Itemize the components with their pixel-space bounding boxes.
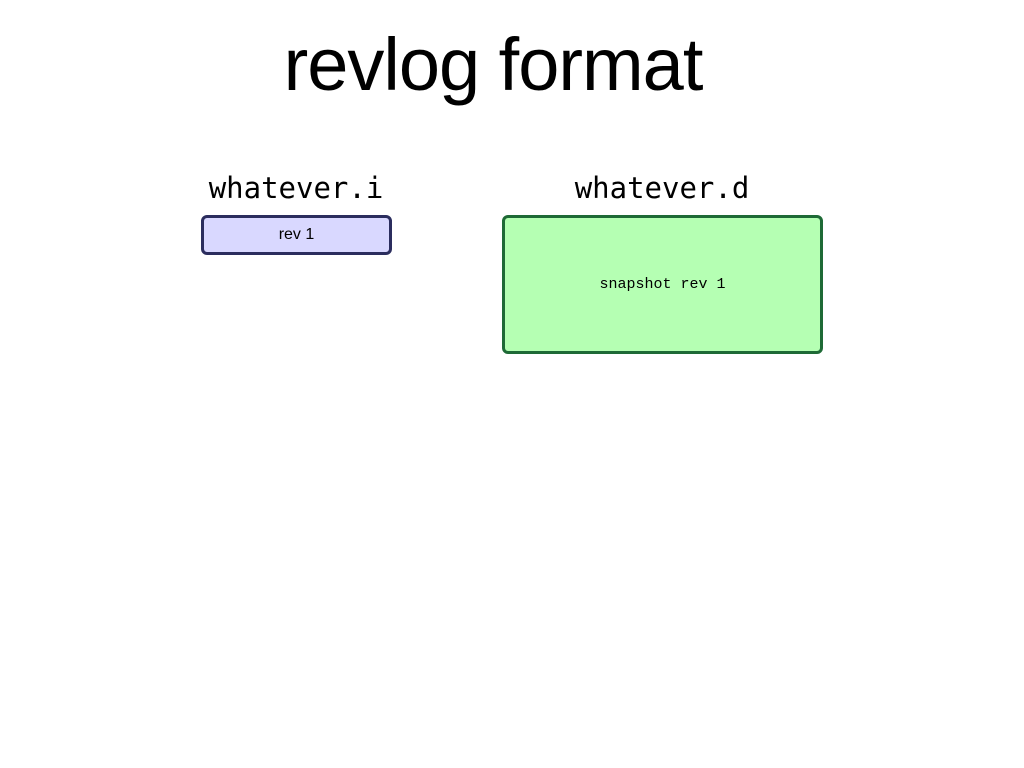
slide-title: revlog format [283, 23, 704, 106]
index-file-label: whatever.i [208, 171, 384, 205]
index-entry-rev-1: rev 1 [201, 215, 392, 255]
index-entry-label: rev 1 [278, 226, 315, 243]
data-entry-label: snapshot rev 1 [599, 276, 726, 293]
data-entry-snapshot-rev-1: snapshot rev 1 [502, 215, 823, 354]
data-file-label: whatever.d [574, 171, 750, 205]
